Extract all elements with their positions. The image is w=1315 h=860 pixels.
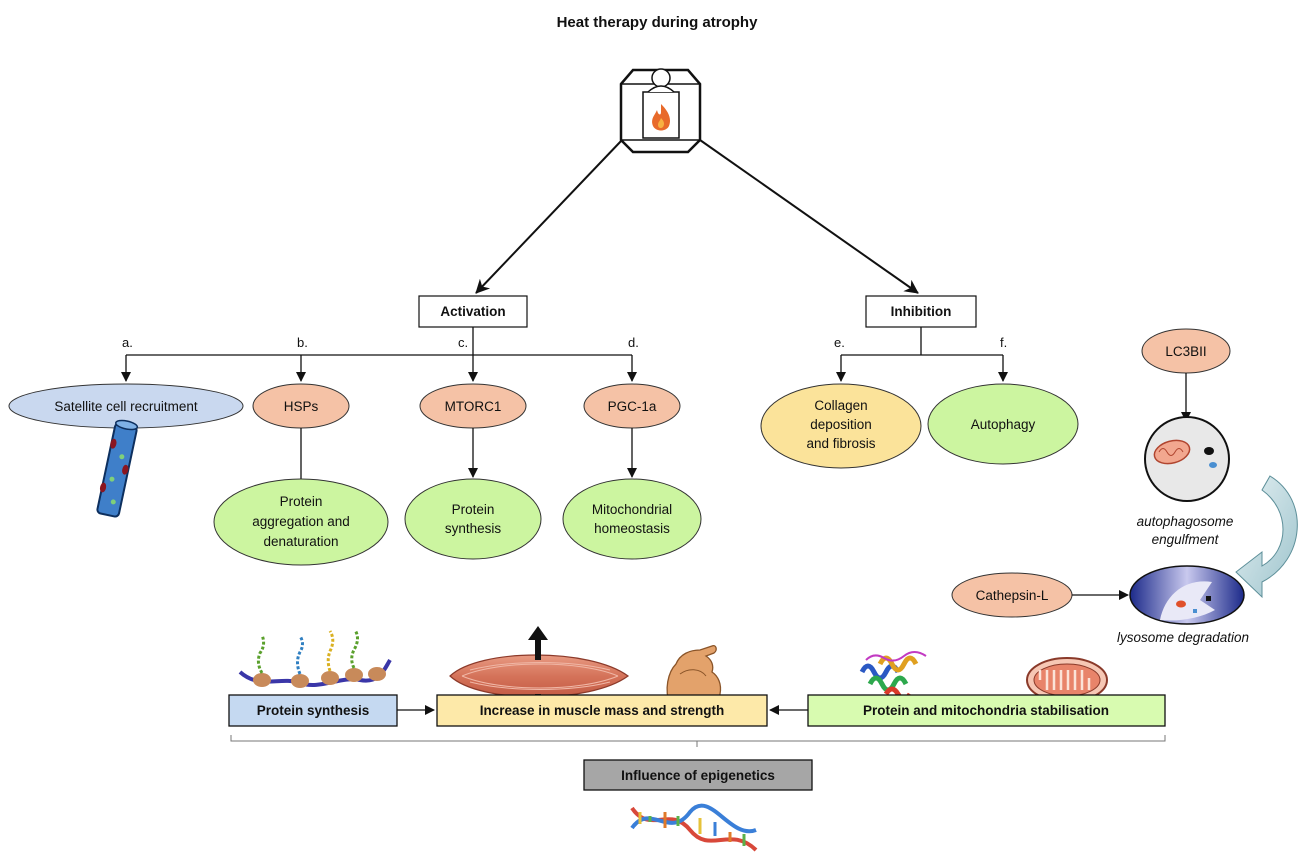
stabilisation-box-label: Protein and mitochondria stabilisation (863, 703, 1109, 718)
arrow-to-activation (475, 139, 623, 294)
collagen-label-3: and fibrosis (806, 436, 875, 451)
engulfment-label-2: engulfment (1152, 532, 1220, 547)
lc3bii-label: LC3BII (1165, 344, 1206, 359)
increase-box: Increase in muscle mass and strength (436, 694, 768, 727)
branch-letter-b: b. (297, 335, 308, 350)
curved-arrow-icon (1235, 475, 1298, 599)
protein-synthesis-node: Protein synthesis (404, 478, 542, 560)
branch-letter-d: d. (628, 335, 639, 350)
collagen-label-2: deposition (810, 417, 872, 432)
branch-letter-a: a. (122, 335, 133, 350)
satellite-cell-label: Satellite cell recruitment (54, 399, 198, 414)
diagram-title: Heat therapy during atrophy (557, 14, 759, 31)
activation-label: Activation (440, 304, 505, 319)
protein-synthesis-label-2: synthesis (445, 521, 502, 536)
protein-aggregation-label-1: Protein (280, 494, 323, 509)
inhibition-box: Inhibition (865, 295, 977, 328)
protein-aggregation-label-2: aggregation and (252, 514, 350, 529)
sauna-heat-icon (619, 68, 702, 154)
inhibition-label: Inhibition (891, 304, 952, 319)
dna-helix-icon (630, 803, 758, 852)
degradation-label: lysosome degradation (1117, 630, 1249, 645)
muscle-fiber-icon (96, 419, 139, 518)
mtorc1-node: MTORC1 (419, 383, 527, 429)
stabilisation-box: Protein and mitochondria stabilisation (807, 694, 1166, 727)
mitochondrion-icon (1026, 657, 1108, 703)
branch-letter-e: e. (834, 335, 845, 350)
autophagy-label: Autophagy (971, 417, 1036, 432)
cathepsin-label: Cathepsin-L (976, 588, 1049, 603)
autophagy-node: Autophagy (927, 383, 1079, 465)
protein-structure-icon (859, 651, 927, 706)
mtorc1-label: MTORC1 (445, 399, 502, 414)
arrow-to-inhibition (699, 139, 919, 294)
branch-letter-c: c. (458, 335, 468, 350)
protein-aggregation-node: Protein aggregation and denaturation (213, 478, 389, 566)
increase-box-label: Increase in muscle mass and strength (480, 703, 725, 718)
protein-synthesis-label-1: Protein (452, 502, 495, 517)
collagen-label-1: Collagen (814, 398, 867, 413)
activation-branches (121, 327, 637, 382)
hsps-node: HSPs (252, 383, 350, 429)
lysosome-icon (1129, 565, 1245, 625)
autophagosome-icon (1144, 416, 1230, 502)
mito-homeostasis-node: Mitochondrial homeostasis (562, 478, 702, 560)
cathepsin-node: Cathepsin-L (951, 572, 1073, 618)
epigenetics-box-label: Influence of epigenetics (621, 768, 775, 783)
inhibition-branches (836, 327, 1008, 382)
engulfment-label-1: autophagosome (1137, 514, 1234, 529)
bracket (230, 735, 1166, 747)
flexed-arm-icon (666, 644, 722, 707)
polyribosome-icon (238, 629, 392, 688)
hsps-label: HSPs (284, 399, 319, 414)
collagen-node: Collagen deposition and fibrosis (760, 383, 922, 469)
epigenetics-box: Influence of epigenetics (583, 759, 813, 791)
pgc1a-label: PGC-1a (608, 399, 657, 414)
protein-synthesis-box-label: Protein synthesis (257, 703, 370, 718)
mito-homeostasis-label-1: Mitochondrial (592, 502, 672, 517)
lc3bii-node: LC3BII (1141, 328, 1231, 374)
protein-aggregation-label-3: denaturation (263, 534, 338, 549)
mito-homeostasis-label-2: homeostasis (594, 521, 670, 536)
activation-box: Activation (418, 295, 528, 328)
protein-synthesis-box: Protein synthesis (228, 694, 398, 727)
satellite-cell-node: Satellite cell recruitment (8, 383, 244, 429)
branch-letter-f: f. (1000, 335, 1007, 350)
pgc1a-node: PGC-1a (583, 383, 681, 429)
